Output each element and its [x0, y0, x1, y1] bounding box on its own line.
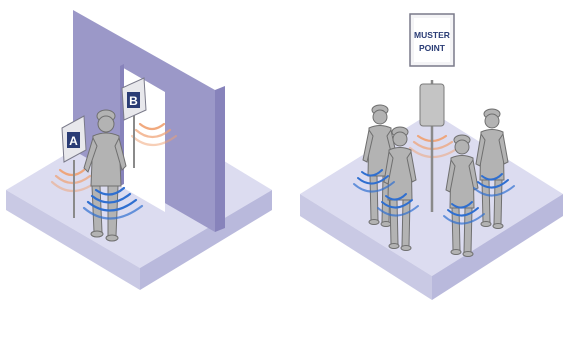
muster-reader-box	[420, 84, 444, 126]
muster-sign-line2: POINT	[419, 43, 446, 53]
muster-point-scene: MUSTER POINT	[300, 14, 563, 300]
muster-point-sign	[414, 18, 450, 62]
sign-b-letter: B	[129, 94, 138, 108]
sign-a-letter: A	[69, 134, 78, 148]
access-zone-scene: A B	[6, 10, 272, 290]
muster-sign-line1: MUSTER	[414, 30, 450, 40]
